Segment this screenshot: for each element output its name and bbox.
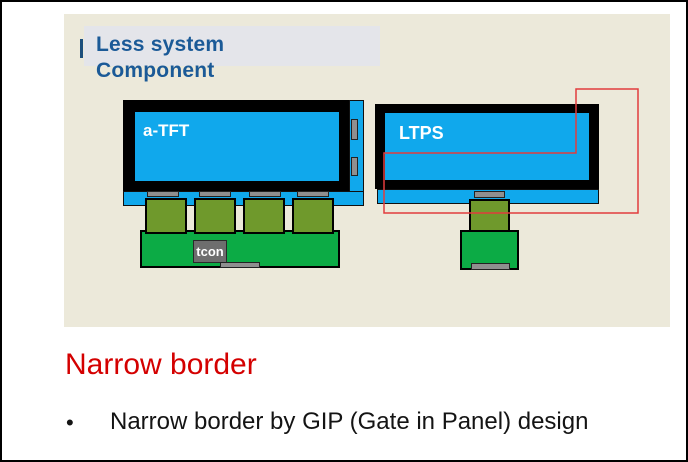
cof-bond-pad	[147, 191, 179, 197]
a-tft-display-area: a-TFT	[135, 112, 339, 181]
cof-driver-chip	[469, 199, 510, 234]
bullet-item: • Narrow border by GIP (Gate in Panel) d…	[66, 407, 588, 438]
title-accent-bar	[80, 39, 83, 58]
pcb-connector-bar	[220, 262, 260, 268]
cof-driver-chip	[194, 198, 236, 234]
ltps-label: LTPS	[399, 123, 444, 143]
cof-bond-pad	[199, 191, 231, 197]
title-highlight	[84, 26, 380, 66]
section-heading: Narrow border	[65, 348, 257, 381]
cof-bond-pad	[297, 191, 329, 197]
pcb-connector-bar	[471, 263, 510, 270]
bullet-text: Narrow border by GIP (Gate in Panel) des…	[110, 408, 589, 435]
cof-bond-pad	[474, 191, 505, 198]
tcon-label: tcon	[196, 244, 224, 259]
bullet-marker: •	[66, 410, 74, 435]
slide-title: Less system Component	[96, 33, 225, 82]
a-tft-label: a-TFT	[143, 121, 190, 140]
a-tft-side-connector-1	[351, 119, 358, 140]
a-tft-side-connector-2	[351, 157, 358, 176]
cof-driver-chip	[243, 198, 285, 234]
tcon-chip: tcon	[193, 240, 227, 263]
cof-driver-chip	[145, 198, 187, 234]
cof-bond-pad	[249, 191, 281, 197]
ltps-display-area: LTPS	[385, 113, 589, 180]
cof-driver-chip	[292, 198, 334, 234]
